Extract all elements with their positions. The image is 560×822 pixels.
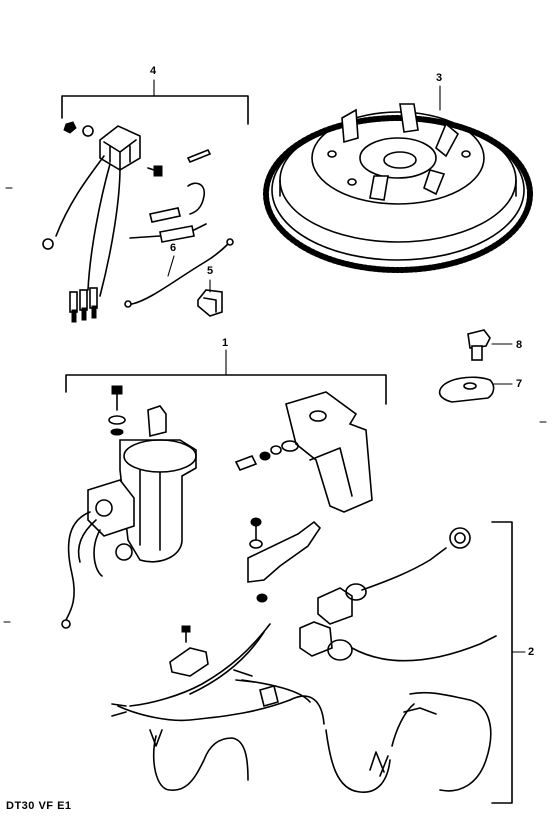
wiring-harness — [111, 517, 497, 793]
callout-7: 7 — [516, 378, 523, 390]
rectifier-assembly — [42, 121, 234, 323]
starter-motor — [61, 385, 197, 629]
callout-1: 1 — [222, 337, 229, 349]
bracket-group-1 — [65, 349, 387, 405]
callout-8: 8 — [516, 339, 523, 351]
callout-2: 2 — [528, 646, 535, 658]
bracket-group-4 — [61, 79, 249, 125]
callout-4: 4 — [150, 65, 157, 77]
starter-bracket — [234, 391, 373, 513]
side-marks — [3, 187, 547, 623]
callout-6: 6 — [170, 242, 177, 254]
bolt-and-washer — [438, 329, 513, 403]
diagram-code: DT30 VF E1 — [6, 800, 72, 812]
flywheel — [263, 85, 533, 273]
callout-5: 5 — [207, 265, 214, 277]
callout-3: 3 — [436, 72, 443, 84]
bracket-group-2 — [491, 521, 526, 804]
